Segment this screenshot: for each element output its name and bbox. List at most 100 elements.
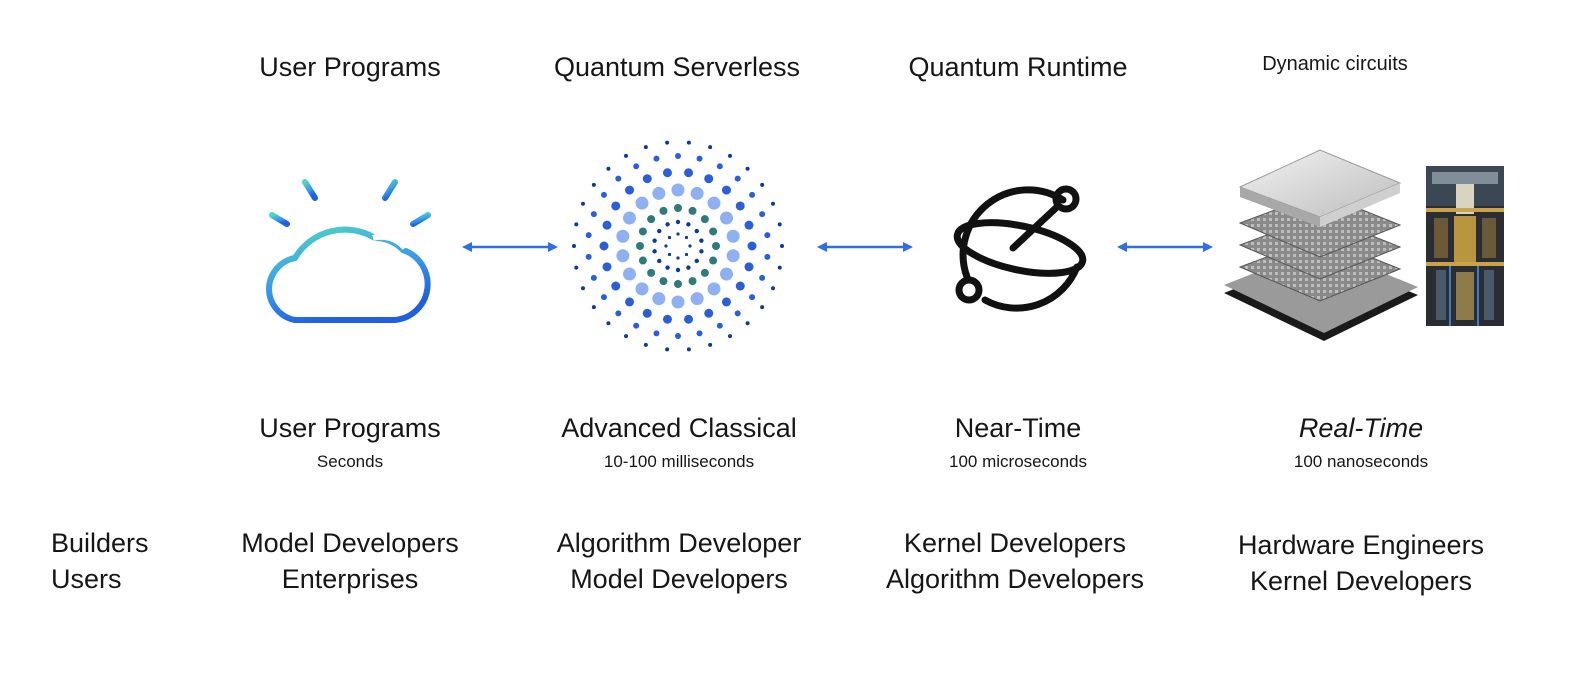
sphere-dot <box>777 265 782 270</box>
sphere-dot <box>726 249 740 263</box>
sphere-dot <box>667 235 672 240</box>
tier-name-user-programs: User Programs <box>259 413 441 443</box>
sphere-dot <box>580 201 585 206</box>
column-title-quantum-runtime: Quantum Runtime <box>908 52 1128 82</box>
sphere-dot <box>615 175 622 182</box>
sphere-dot <box>686 222 691 227</box>
sphere-dot <box>749 294 756 301</box>
sphere-dot <box>671 183 685 197</box>
latency-microseconds: 100 microseconds <box>949 452 1087 471</box>
sphere-dot <box>734 310 741 317</box>
column-title-user-programs: User Programs <box>259 52 441 82</box>
people-dynamic-circuits: Hardware Engineers Kernel Developers <box>1238 527 1484 599</box>
sphere-dot <box>642 174 652 184</box>
sphere-dot <box>764 232 771 239</box>
people-quantum-runtime: Kernel Developers Algorithm Developers <box>886 525 1144 597</box>
sphere-dot <box>652 238 657 243</box>
sphere-dot <box>625 185 635 195</box>
sphere-dot <box>709 256 718 265</box>
sphere-dot <box>764 253 771 260</box>
sphere-dot <box>664 244 668 248</box>
sphere-dot <box>745 321 750 326</box>
user-label: Enterprises <box>281 564 419 594</box>
sphere-dot <box>690 292 704 306</box>
sphere-dot <box>647 268 656 277</box>
sphere-dot <box>716 163 723 170</box>
sphere-dot <box>624 153 628 158</box>
sphere-dot <box>643 145 648 150</box>
sphere-dot <box>623 267 636 281</box>
sphere-dot <box>580 286 585 291</box>
sphere-dot <box>665 222 670 227</box>
sphere-dot <box>675 219 681 225</box>
sphere-dot <box>659 206 668 215</box>
sphere-dot <box>653 330 660 337</box>
people-quantum-serverless: Algorithm Developer Model Developers <box>557 525 802 597</box>
tier-name-real-time: Real-Time <box>1298 413 1424 443</box>
sphere-dot <box>744 262 754 272</box>
column-title-dynamic-circuits: Dynamic circuits <box>1262 53 1408 75</box>
sphere-dot <box>694 228 699 234</box>
sphere-dot <box>676 232 680 236</box>
sphere-dot <box>734 175 741 182</box>
sphere-dot <box>624 334 628 339</box>
latency-seconds: Seconds <box>316 452 384 471</box>
sphere-dot <box>735 281 745 291</box>
sphere-dot <box>600 294 607 301</box>
sphere-dot <box>652 186 666 200</box>
sphere-dot <box>686 140 691 145</box>
sphere-dot <box>643 342 648 347</box>
sphere-dot <box>635 282 649 296</box>
sphere-dot <box>611 281 621 291</box>
user-label: Kernel Developers <box>1249 566 1473 596</box>
sphere-dot <box>676 256 680 260</box>
sphere-dot <box>574 222 579 227</box>
sphere-dot <box>674 204 682 212</box>
sphere-dot <box>675 267 681 273</box>
sphere-dot <box>749 191 756 198</box>
sphere-dot <box>675 153 681 159</box>
sphere-dot <box>638 227 647 236</box>
sphere-dot <box>744 220 754 230</box>
sphere-dot <box>599 241 609 251</box>
dot-sphere-icon <box>572 140 784 352</box>
tier-name-advanced-classical: Advanced Classical <box>561 413 797 443</box>
sphere-dot <box>708 342 713 347</box>
people-user-programs: Model Developers Enterprises <box>241 525 459 597</box>
sphere-dot <box>771 286 776 291</box>
sphere-dot <box>662 314 672 324</box>
sphere-dot <box>688 277 697 286</box>
sphere-dot <box>708 145 713 150</box>
sphere-dot <box>662 168 672 178</box>
sphere-dot <box>665 140 670 145</box>
sphere-dot <box>647 215 656 224</box>
latency-nanoseconds: 100 nanoseconds <box>1293 452 1429 471</box>
sphere-dot <box>699 249 704 254</box>
sphere-dot <box>694 258 699 264</box>
cloud-icon <box>265 166 431 323</box>
sphere-dot <box>638 256 647 265</box>
runtime-orbit-icon <box>953 185 1087 312</box>
sphere-dot <box>633 322 640 329</box>
sphere-dot <box>606 166 611 171</box>
sphere-dot <box>591 305 596 310</box>
sphere-dot <box>707 282 721 296</box>
sphere-dot <box>688 244 692 248</box>
sphere-dot <box>590 274 597 281</box>
sphere-dot <box>657 258 662 264</box>
builder-label: Algorithm Developer <box>556 528 802 558</box>
sphere-dot <box>665 347 670 352</box>
builder-label: Hardware Engineers <box>1237 530 1485 560</box>
sphere-dot <box>712 242 720 250</box>
sphere-dot <box>657 228 662 234</box>
sphere-dot <box>674 280 682 288</box>
sphere-dot <box>696 155 703 162</box>
sphere-dot <box>615 310 622 317</box>
sphere-dot <box>590 211 597 218</box>
sphere-dot <box>759 211 766 218</box>
sphere-dot <box>709 227 718 236</box>
sphere-dot <box>777 222 782 227</box>
sphere-dot <box>686 265 691 270</box>
sphere-dot <box>652 292 666 306</box>
quantum-chip-stack-icon <box>1224 149 1418 341</box>
